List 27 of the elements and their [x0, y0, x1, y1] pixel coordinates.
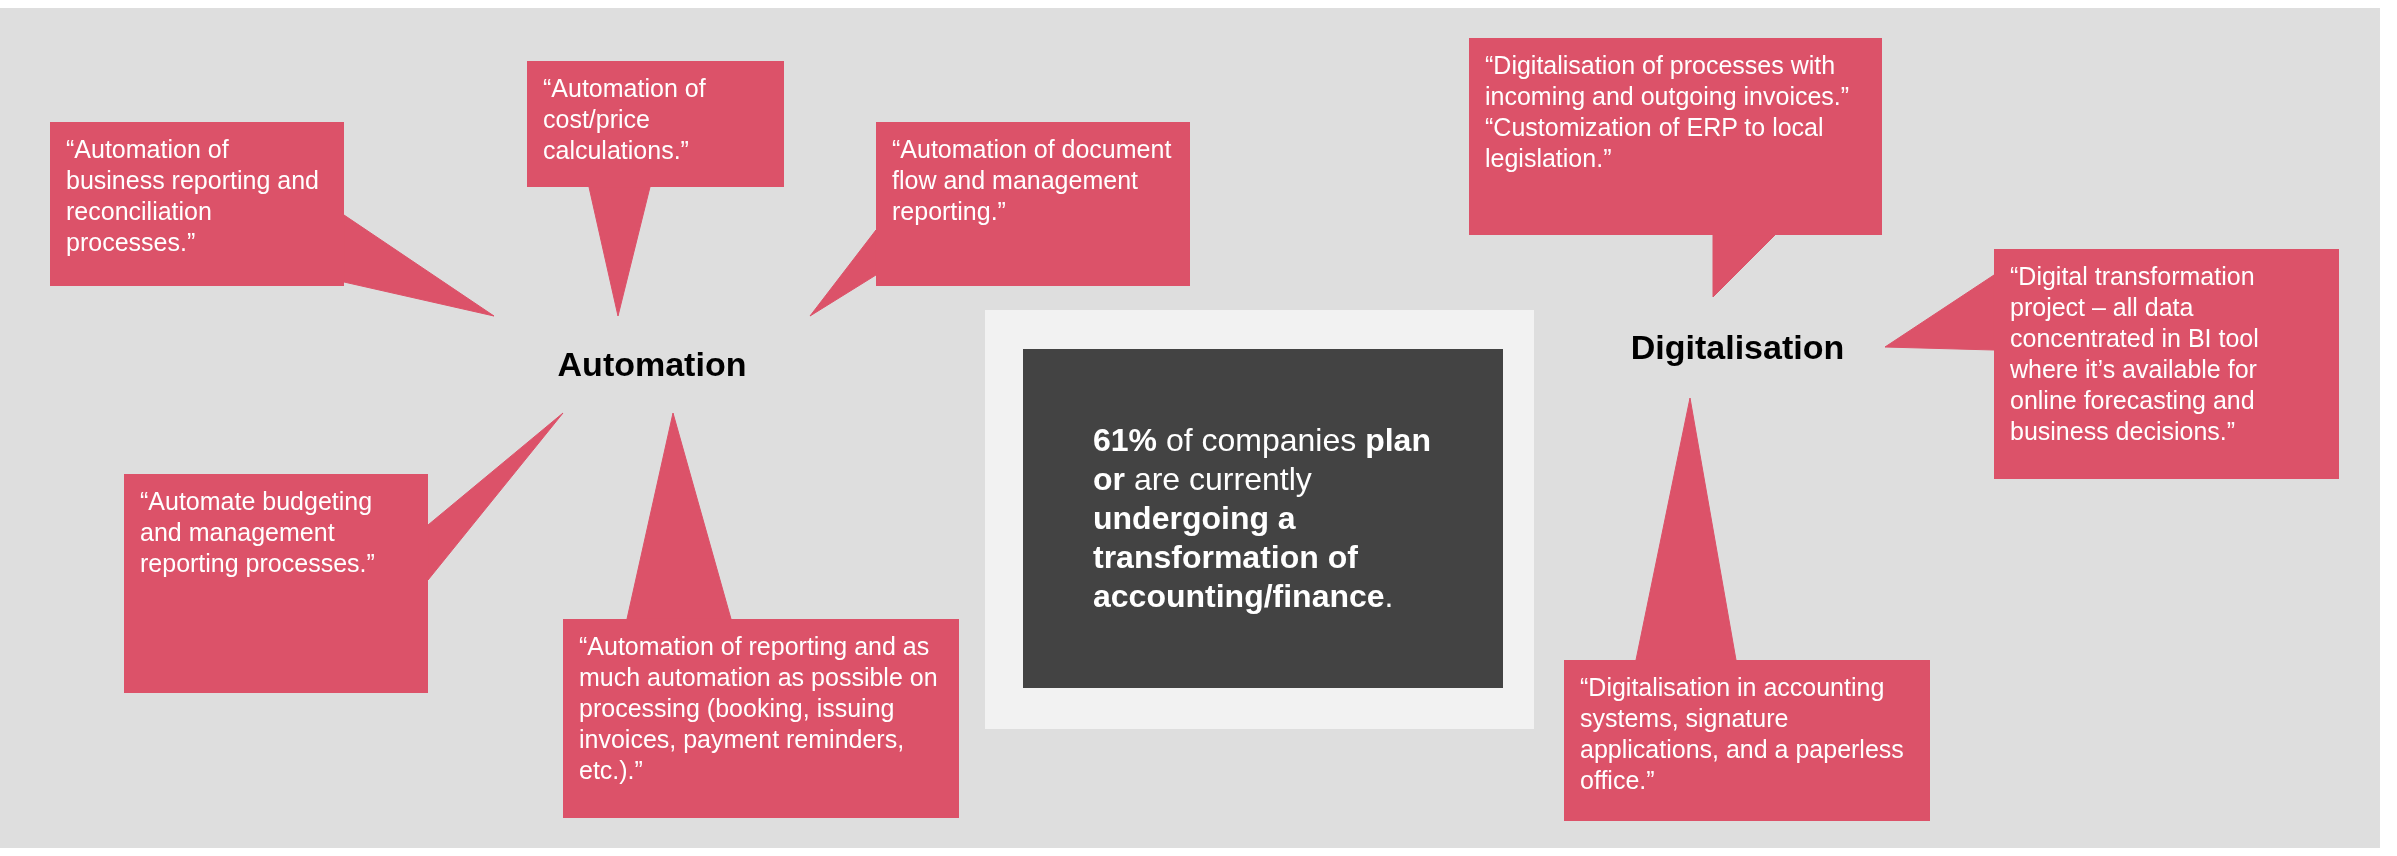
speech-bubble [50, 122, 344, 286]
highlight-frame [985, 310, 1534, 729]
quote-text: “Automate budgeting and management reporting processes.” [140, 486, 376, 579]
quote-text: “Digital transformation project – all data concentrated in BI tool where it’s available for online forecasting and business decisions.” [2010, 261, 2260, 447]
statistic-text: 61% of companies plan or are currently undergoing a transformation of accounting/finance. [1093, 421, 1432, 616]
quote-text: “Automation of cost/price calculations.” [543, 73, 707, 166]
callout-tail [343, 214, 495, 317]
speech-bubble [124, 474, 428, 693]
topic-heading: Automation [557, 344, 747, 385]
speech-bubble [876, 122, 1190, 286]
callout-tail [626, 412, 732, 620]
statistic-panel [1023, 349, 1503, 688]
topic-heading: Digitalisation [1630, 327, 1845, 368]
quote-text: “Digitalisation of processes with incoming and outgoing invoices.” [1485, 50, 1851, 112]
callout-tail [1712, 234, 1776, 298]
speech-bubble [1994, 249, 2339, 479]
quote-text: “Automation of document flow and management reporting.” [892, 134, 1173, 227]
quote-text: “Customization of ERP to local legislation.” [1485, 112, 1825, 174]
callout-tail [588, 186, 651, 317]
callout-tail [427, 412, 564, 581]
quote-text: “Automation of reporting and as much automation as possible on processing (booking, issuing invoices, payment reminders, etc.).” [579, 631, 939, 786]
callout-tail [1884, 274, 1995, 351]
quote-text: “Automation of business reporting and reconciliation processes.” [66, 134, 320, 258]
quote-text: “Digitalisation in accounting systems, signature applications, and a paperless office.” [1580, 672, 1905, 796]
callout-tail [1635, 397, 1737, 661]
speech-bubble [1469, 38, 1882, 235]
callout-tail [809, 229, 877, 317]
